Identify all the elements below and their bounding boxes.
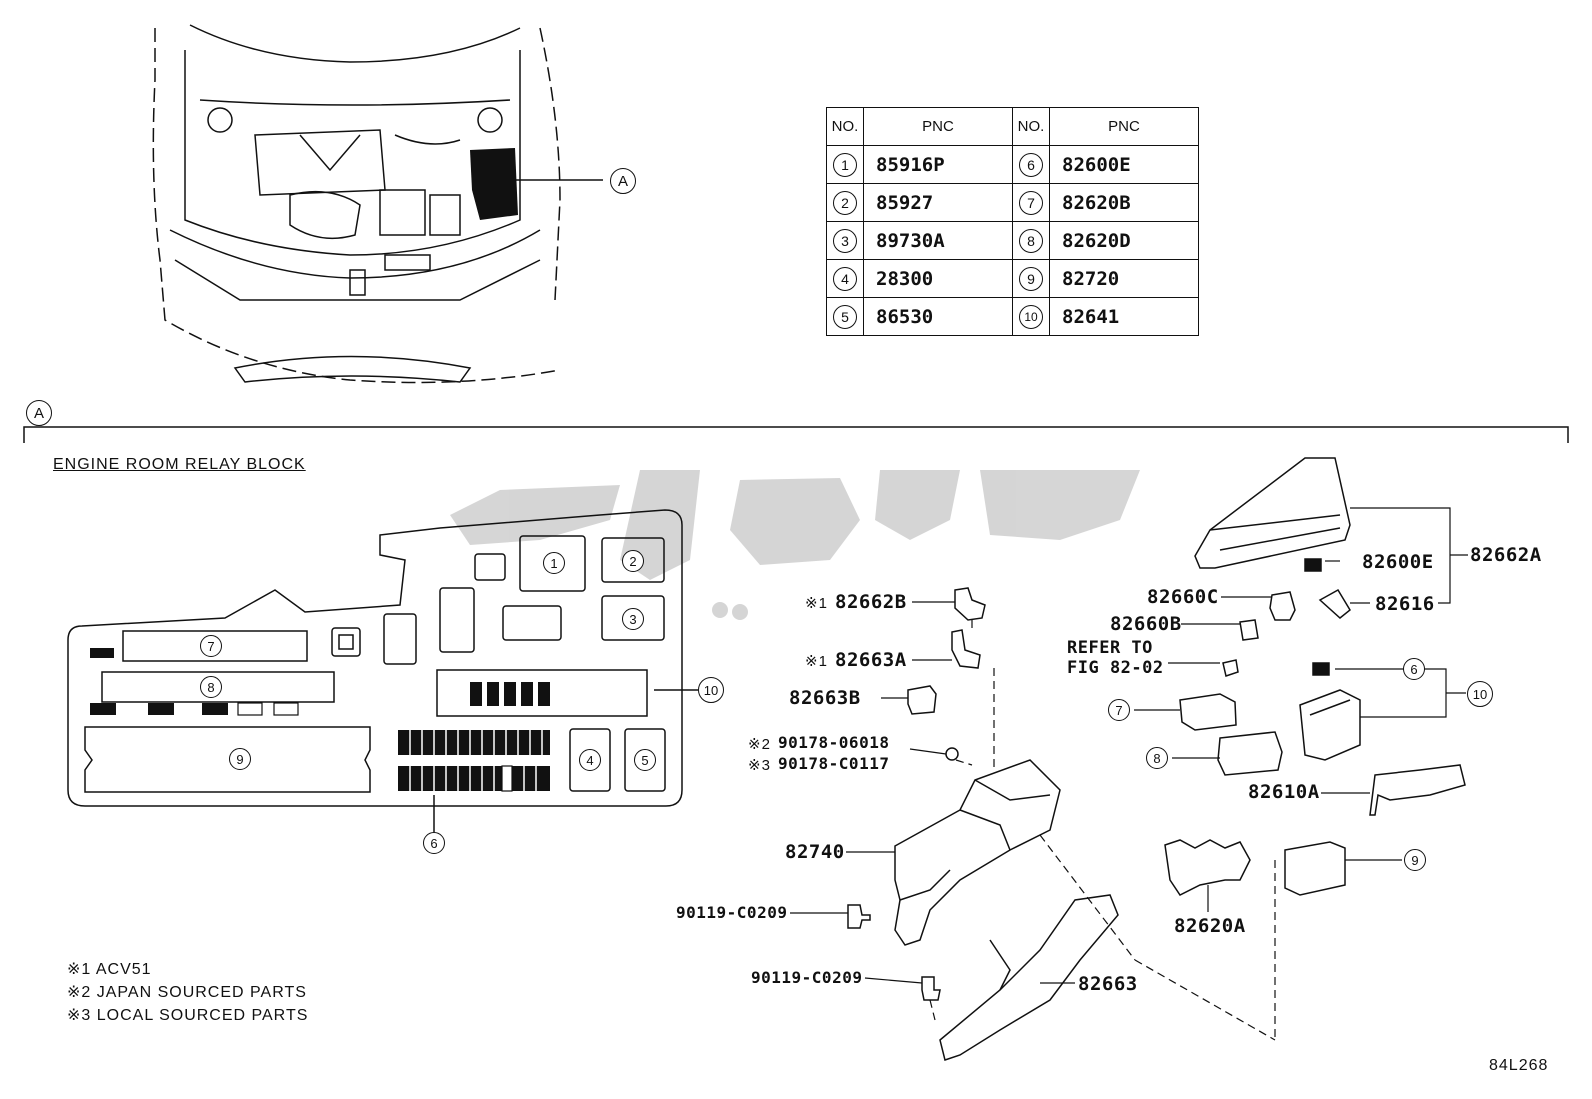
part-label-82616: 82616 — [1375, 593, 1435, 615]
row-number-badge: 2 — [833, 190, 857, 215]
watermark-logo — [450, 470, 1140, 620]
exploded-marker-10: 10 — [1467, 681, 1493, 707]
leader-lines — [790, 507, 1468, 984]
block-marker-9: 9 — [229, 748, 251, 770]
view-ref-callout: A — [610, 168, 636, 194]
relay-block-location — [470, 148, 518, 220]
part-label-90119-C0209: 90119-C0209 — [676, 903, 788, 922]
part-label-82610A: 82610A — [1248, 781, 1320, 803]
footnote-2: ※2 JAPAN SOURCED PARTS — [67, 984, 307, 1001]
row-number-badge: 3 — [833, 228, 857, 253]
footnote-1: ※1 ACV51 — [67, 961, 152, 978]
part-label-82663A: 82663A — [835, 649, 907, 671]
part-label-82600E: 82600E — [1362, 551, 1434, 573]
row-number-badge: 5 — [833, 304, 857, 329]
exploded-marker-9: 9 — [1404, 849, 1426, 871]
pnc-table-header: NO. PNC NO. PNC — [826, 107, 1199, 146]
pnc-table-row: 2 85927 7 82620B — [826, 183, 1199, 222]
pnc-value: 82720 — [1049, 259, 1199, 298]
car-front-view — [152, 24, 561, 384]
pnc-value: 82600E — [1049, 145, 1199, 184]
view-a-marker: A — [26, 400, 52, 426]
mark-prefix: ※3 — [748, 757, 771, 774]
row-number-badge: 9 — [1019, 266, 1043, 291]
row-number-badge: 4 — [833, 266, 857, 291]
block-marker-3: 3 — [622, 608, 644, 630]
relay-block-fuses — [90, 648, 550, 791]
part-label-82660C: 82660C — [1147, 586, 1219, 608]
pnc-value: 82641 — [1049, 297, 1199, 336]
mark-prefix: ※1 — [805, 653, 828, 670]
header-pnc-left: PNC — [863, 107, 1013, 146]
pnc-value: 82620D — [1049, 221, 1199, 260]
block-marker-10: 10 — [698, 677, 724, 703]
block-marker-2: 2 — [622, 550, 644, 572]
row-number-badge: 7 — [1019, 190, 1043, 215]
relay-block-top-view — [67, 509, 698, 832]
section-title: ENGINE ROOM RELAY BLOCK — [53, 456, 306, 473]
pnc-value: 28300 — [863, 259, 1013, 298]
row-number-badge: 8 — [1019, 228, 1043, 253]
pnc-value: 89730A — [863, 221, 1013, 260]
block-marker-6: 6 — [423, 832, 445, 854]
exploded-view-parts — [847, 457, 1466, 1061]
exploded-marker-8: 8 — [1146, 747, 1168, 769]
header-no-left: NO. — [826, 107, 864, 146]
pnc-value: 85916P — [863, 145, 1013, 184]
exploded-marker-6: 6 — [1403, 658, 1425, 680]
exploded-marker-7: 7 — [1108, 699, 1130, 721]
mark-prefix: ※1 — [805, 595, 828, 612]
block-marker-1: 1 — [543, 552, 565, 574]
block-marker-7: 7 — [200, 635, 222, 657]
assembly-lines — [929, 620, 1276, 1041]
pnc-table-row: 3 89730A 8 82620D — [826, 221, 1199, 260]
block-marker-8: 8 — [200, 676, 222, 698]
pnc-table-row: 1 85916P 6 82600E — [826, 145, 1199, 184]
part-label-82663: 82663 — [1078, 973, 1138, 995]
pnc-table: NO. PNC NO. PNC 1 85916P 6 82600E 2 8592… — [826, 107, 1199, 336]
part-label-90178-06018: 90178-06018 — [778, 733, 890, 752]
pnc-value: 86530 — [863, 297, 1013, 336]
refer-to-label: REFER TO — [1067, 638, 1153, 658]
header-pnc-right: PNC — [1049, 107, 1199, 146]
part-label-90178-C0117: 90178-C0117 — [778, 754, 890, 773]
mark-prefix: ※2 — [748, 736, 771, 753]
part-label-90119-C0209: 90119-C0209 — [751, 968, 863, 987]
pnc-table-row: 5 86530 10 82641 — [826, 297, 1199, 336]
figure-code: 84L268 — [1489, 1057, 1549, 1074]
part-label-82663B: 82663B — [789, 687, 861, 709]
block-marker-4: 4 — [579, 749, 601, 771]
part-label-82620A: 82620A — [1174, 915, 1246, 937]
header-no-right: NO. — [1012, 107, 1050, 146]
block-marker-5: 5 — [634, 749, 656, 771]
footnote-3: ※3 LOCAL SOURCED PARTS — [67, 1007, 309, 1024]
pnc-value: 85927 — [863, 183, 1013, 222]
row-number-badge: 6 — [1019, 152, 1043, 177]
pnc-table-row: 4 28300 9 82720 — [826, 259, 1199, 298]
row-number-badge: 1 — [833, 152, 857, 177]
part-label-82660B: 82660B — [1110, 613, 1182, 635]
refer-fig-label: FIG 82-02 — [1067, 658, 1164, 678]
part-label-82662A: 82662A — [1470, 544, 1542, 566]
part-label-82740: 82740 — [785, 841, 845, 863]
row-number-badge: 10 — [1019, 304, 1043, 329]
part-label-82662B: 82662B — [835, 591, 907, 613]
pnc-value: 82620B — [1049, 183, 1199, 222]
